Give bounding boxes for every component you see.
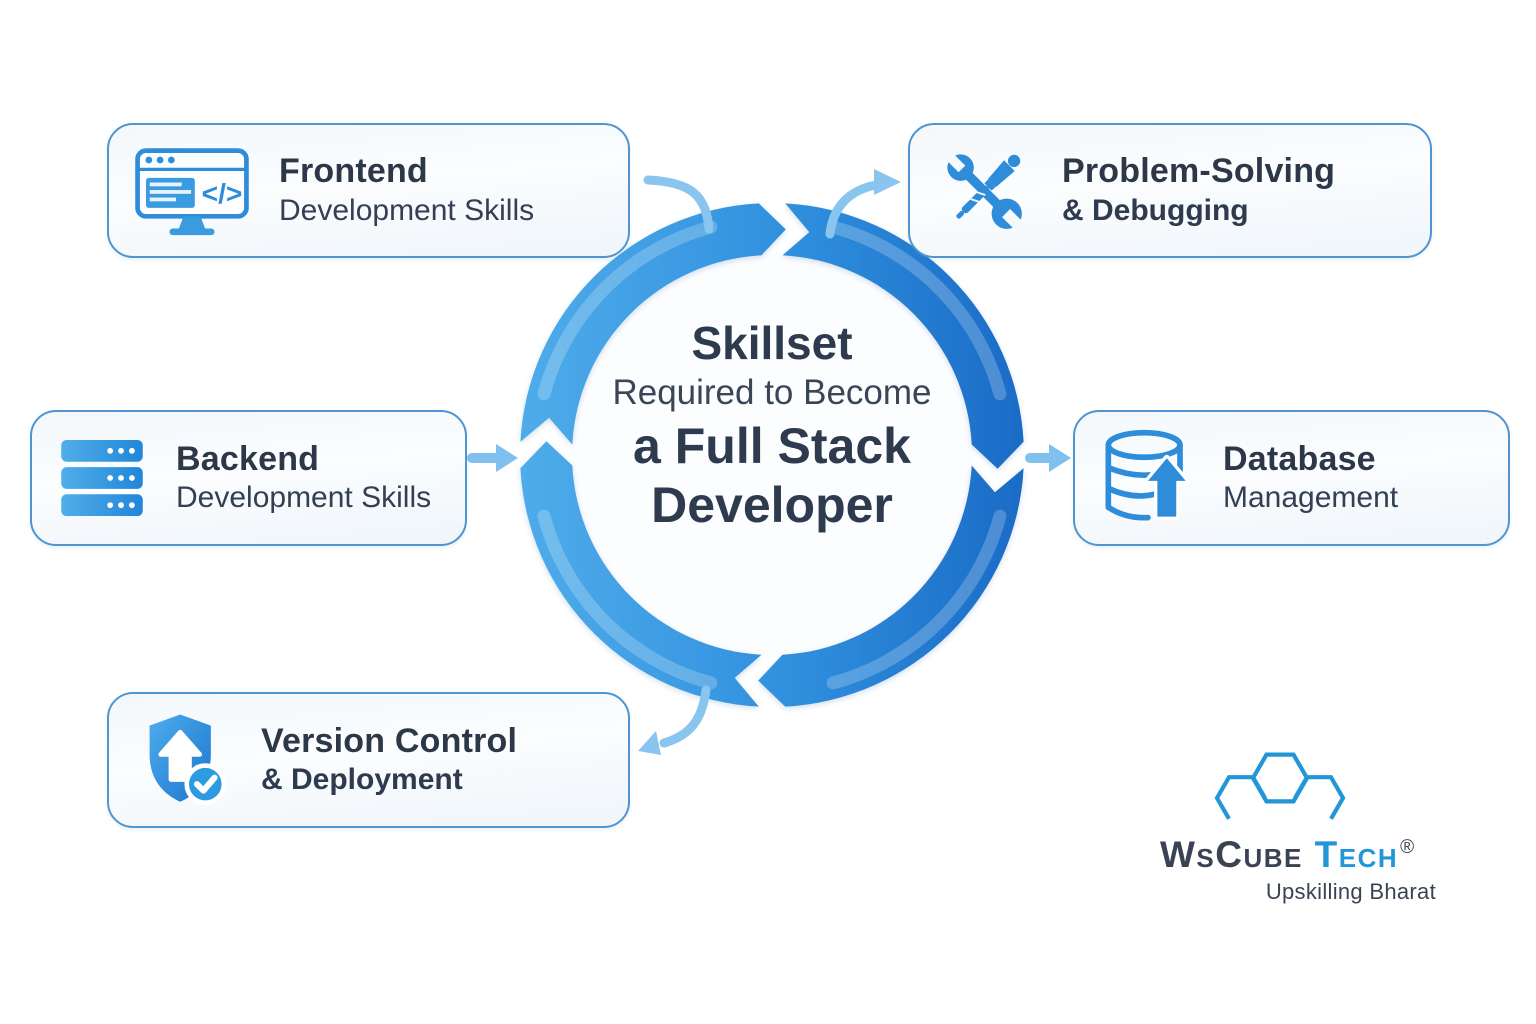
- card-backend-subtitle: Development Skills: [176, 481, 432, 515]
- center-title-line4: Developer: [651, 477, 893, 533]
- database-upload-icon: [1097, 426, 1197, 530]
- card-version-title: Version Control: [261, 721, 518, 760]
- wrench-screwdriver-icon: [932, 139, 1036, 243]
- card-database-subtitle: Management: [1223, 481, 1399, 515]
- brand-name-secondary: Tech: [1314, 834, 1399, 875]
- cycle-ring-icon: [520, 203, 1024, 707]
- connector-version-arrow-icon: [638, 685, 711, 755]
- brand-name-primary: WsCube: [1160, 834, 1303, 875]
- card-problem-solving: Problem-Solving & Debugging: [908, 123, 1432, 258]
- brand-wordmark: WsCube Tech®: [1160, 828, 1436, 875]
- hexagon-logo-icon: [1214, 752, 1346, 820]
- center-title-line2: Required to Become: [612, 373, 932, 412]
- center-title-line1: Skillset: [691, 317, 853, 369]
- registered-trademark-symbol: ®: [1400, 837, 1415, 858]
- connector-problem-arrow-icon: [825, 169, 901, 239]
- card-backend-title: Backend: [176, 439, 320, 478]
- server-stack-icon: [54, 432, 150, 524]
- card-version-subtitle: & Deployment: [261, 763, 463, 797]
- card-frontend-subtitle: Development Skills: [279, 193, 535, 227]
- brand-logo: WsCube Tech® Upskilling Bharat: [1160, 746, 1436, 905]
- ring-inner-disc: [570, 253, 974, 657]
- card-database-title: Database: [1223, 439, 1376, 478]
- shield-check-icon: [131, 708, 235, 812]
- card-version-control: Version Control & Deployment: [107, 692, 630, 828]
- connector-backend-arrow-icon: [467, 444, 518, 472]
- svg-text:</>: </>: [202, 178, 243, 209]
- monitor-code-icon: </>: [131, 141, 253, 241]
- card-problem-title: Problem-Solving: [1062, 152, 1336, 191]
- connector-frontend-curve-icon: [643, 175, 714, 234]
- center-title-line3: a Full Stack: [633, 418, 911, 474]
- card-database: Database Management: [1073, 410, 1510, 546]
- center-title: Skillset Required to Become a Full Stack…: [552, 316, 992, 534]
- card-frontend: </> Frontend Development Skills: [107, 123, 630, 258]
- card-frontend-title: Frontend: [279, 152, 428, 191]
- card-problem-subtitle: & Debugging: [1062, 193, 1249, 227]
- connector-database-arrow-icon: [1025, 444, 1071, 472]
- card-backend: Backend Development Skills: [30, 410, 467, 546]
- brand-tagline: Upskilling Bharat: [1265, 879, 1436, 904]
